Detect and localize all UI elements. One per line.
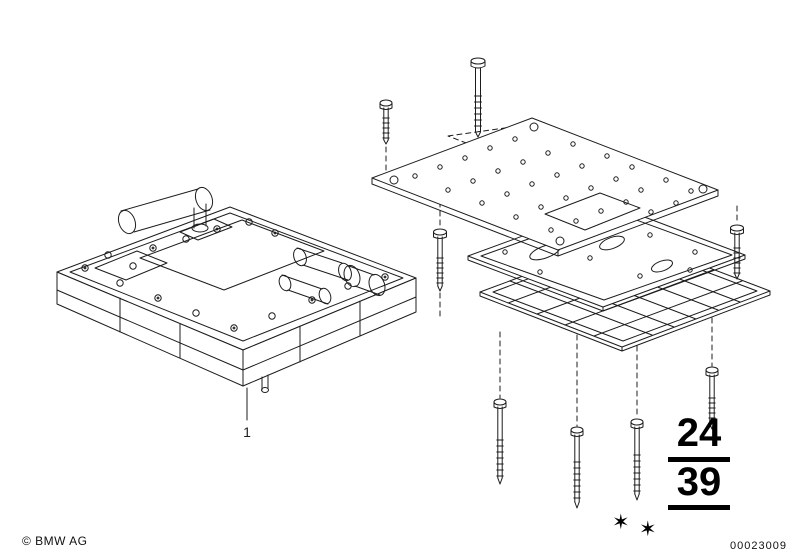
valve-body-drawing — [56, 186, 417, 393]
section-code-badge: 24 39 — [668, 412, 730, 511]
section-code-numerator: 24 — [668, 412, 730, 462]
screw-top-long — [470, 57, 486, 138]
screw-bottom-2 — [570, 426, 584, 509]
separator-plate-drawing — [371, 117, 719, 257]
screw-middle-right — [730, 224, 744, 280]
document-number: 00023009 — [730, 540, 787, 552]
part-number-label: 1 — [243, 424, 251, 440]
screw-bottom-right — [705, 366, 719, 430]
star-marker-1: ✶ — [612, 511, 630, 534]
star-marker-2: ✶ — [639, 518, 657, 541]
screw-bottom-1 — [493, 398, 507, 485]
section-code-denominator: 39 — [668, 461, 730, 511]
copyright-text: © BMW AG — [22, 534, 88, 548]
screw-bottom-3 — [630, 418, 644, 501]
screw-top-short — [379, 99, 393, 145]
screw-middle-left — [433, 228, 447, 292]
